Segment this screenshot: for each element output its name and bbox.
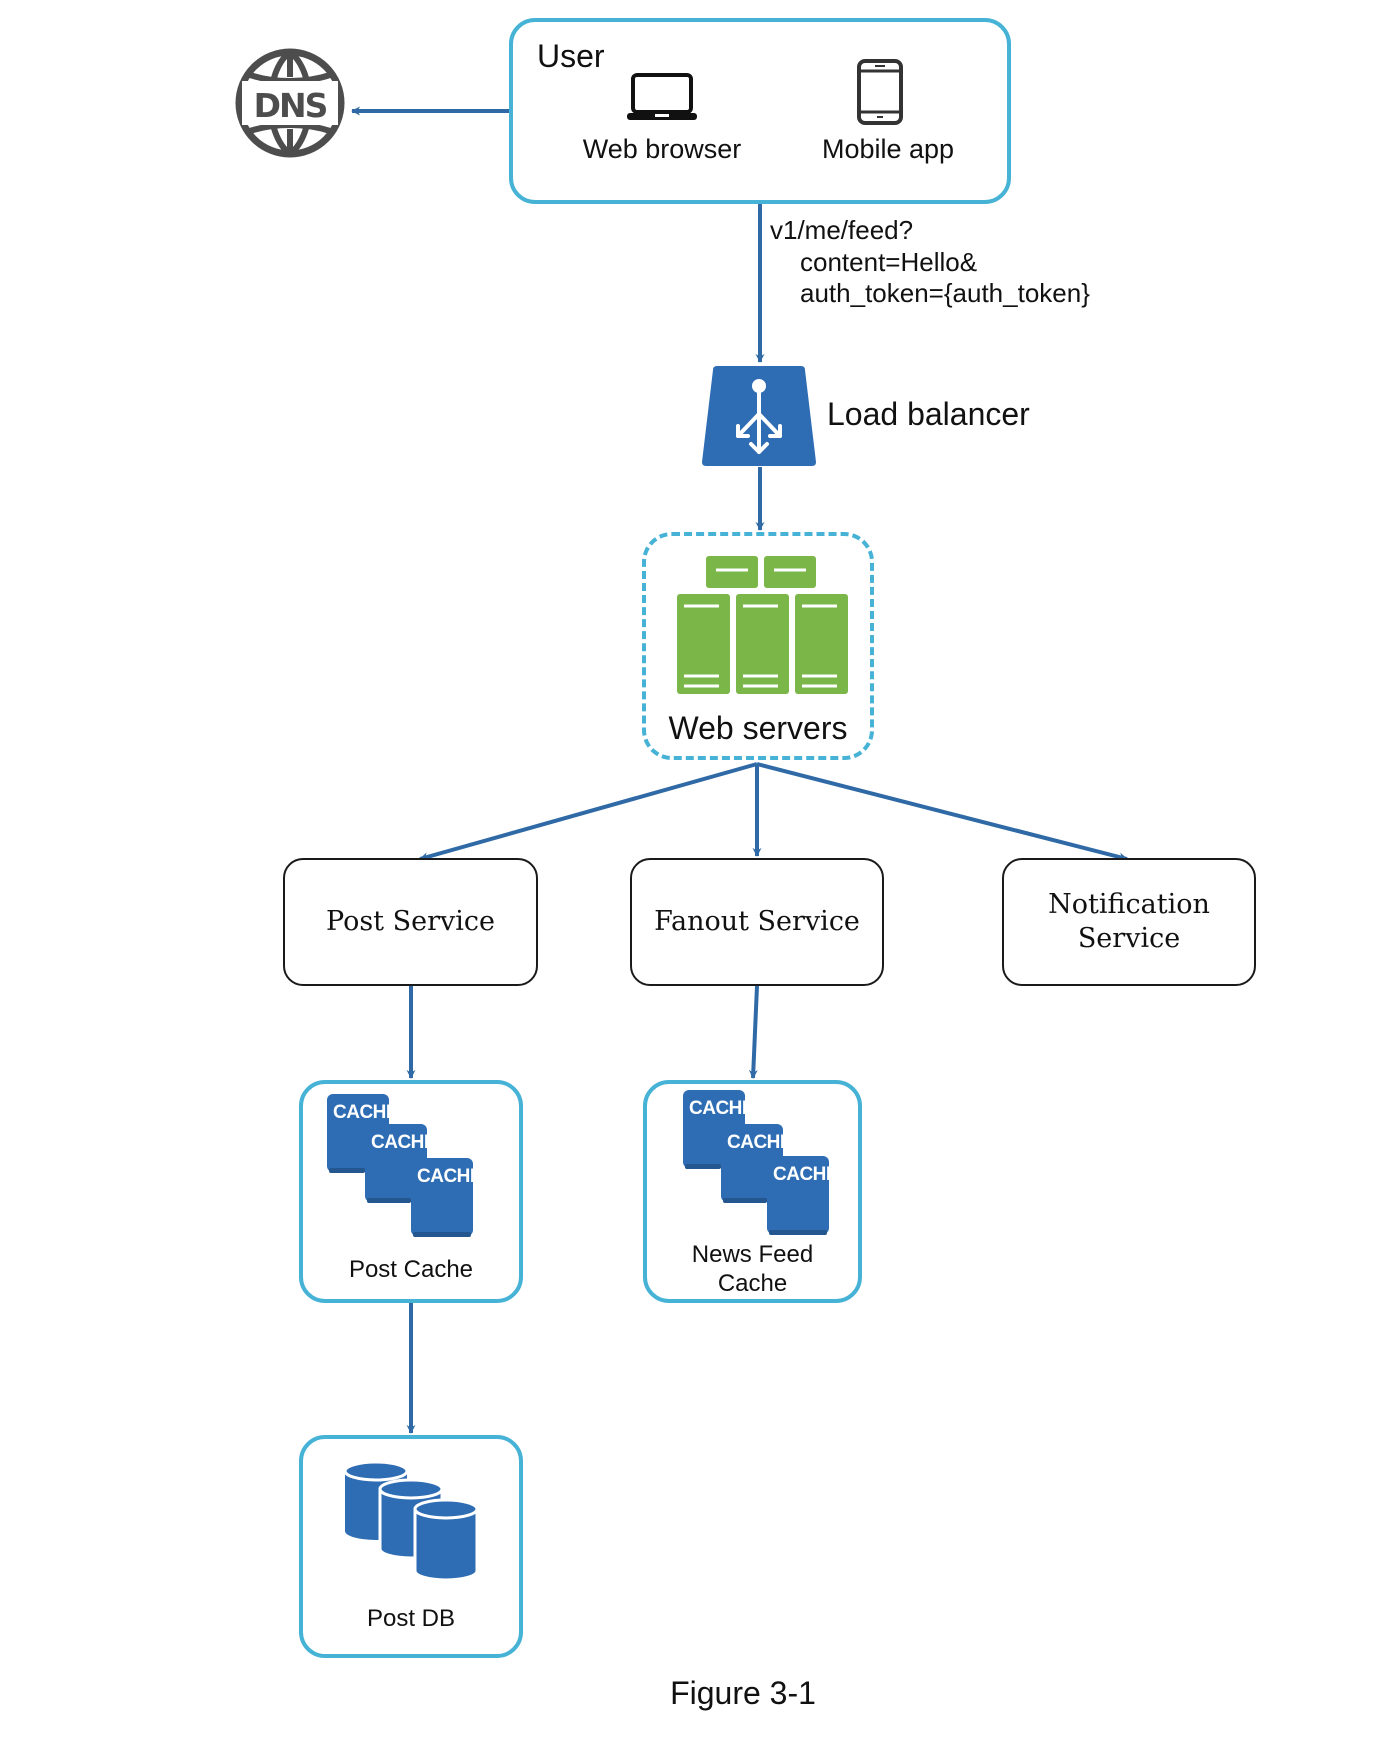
post-cache-label: Post Cache <box>348 1256 474 1283</box>
server-rack-icon <box>677 556 848 694</box>
request-line-token: auth_token={auth_token} <box>800 278 1090 308</box>
cache-chip-label: CACHE <box>727 1132 792 1153</box>
request-line-endpoint: v1/me/feed? <box>770 215 914 245</box>
user-title: User <box>537 38 605 74</box>
post-cache-container: CACHE CACHE CACHE Post Cache <box>299 1080 523 1303</box>
figure-caption: Figure 3-1 <box>670 1675 816 1711</box>
fanout-service-node: Fanout Service <box>630 858 884 986</box>
cache-cluster-icon: CACHE CACHE CACHE <box>327 1094 483 1237</box>
web-browser-client <box>627 72 697 122</box>
mobile-app-label: Mobile app <box>821 134 955 164</box>
notification-service-label-line-2: Service <box>1077 923 1181 954</box>
arrow-web-to-notification-service <box>756 762 1128 862</box>
load-balancer-icon <box>702 366 816 466</box>
cache-cluster-icon: CACHE CACHE CACHE <box>683 1090 839 1235</box>
user-container: User Web browser Mobile app <box>509 18 1011 204</box>
request-annotation: v1/me/feed? content=Hello& auth_token={a… <box>770 215 1090 310</box>
news-feed-cache-label-line-2: Cache <box>717 1270 788 1297</box>
fanout-service-label: Fanout Service <box>654 906 860 937</box>
web-servers-container: Web servers <box>642 532 874 760</box>
dns-label: DNS <box>254 86 327 125</box>
notification-service-label-line-1: Notification <box>1048 889 1210 920</box>
mobile-app-client <box>856 58 904 126</box>
request-line-content: content=Hello& <box>800 246 978 277</box>
load-balancer-node <box>700 364 818 468</box>
news-feed-cache-label-line-1: News Feed <box>691 1241 814 1268</box>
post-db-label: Post DB <box>366 1605 456 1632</box>
news-feed-cache-container: CACHE CACHE CACHE News Feed Cache <box>643 1080 862 1303</box>
notification-service-node: Notification Service <box>1002 858 1256 986</box>
post-db-container: Post DB <box>299 1435 523 1658</box>
post-service-label: Post Service <box>326 906 495 937</box>
cache-chip-label: CACHE <box>417 1166 482 1187</box>
cache-chip-label: CACHE <box>773 1164 838 1185</box>
post-service-node: Post Service <box>283 858 538 986</box>
cache-chip-label: CACHE <box>689 1098 754 1119</box>
database-icon <box>343 1461 479 1582</box>
load-balancer-label: Load balancer <box>827 396 1030 432</box>
arrow-web-to-post-service <box>419 762 758 862</box>
dns-globe-icon: DNS <box>235 48 345 158</box>
mobile-phone-icon <box>857 59 903 125</box>
news-feed-cache-label: News Feed Cache <box>647 1240 858 1298</box>
web-browser-label: Web browser <box>582 134 742 164</box>
dns-node: DNS <box>234 47 346 159</box>
laptop-icon <box>627 73 697 120</box>
arrow-fanout-to-news-feed-cache <box>748 985 759 1079</box>
web-servers-label: Web servers <box>668 710 848 746</box>
cache-chip-label: CACHE <box>371 1132 436 1153</box>
cache-chip-label: CACHE <box>333 1102 398 1123</box>
